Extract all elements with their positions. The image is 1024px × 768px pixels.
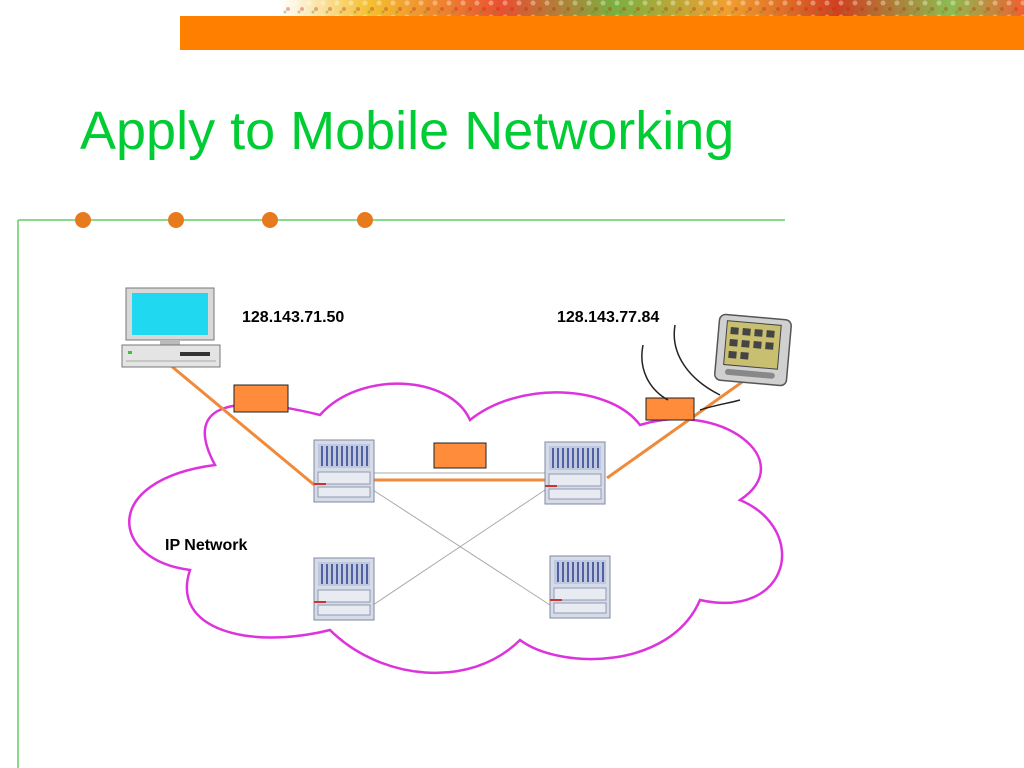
data-path — [169, 363, 746, 490]
wireless-signal-icon — [641, 324, 741, 411]
pda-handheld-icon — [713, 313, 792, 387]
ip-network-label: IP Network — [165, 537, 248, 554]
packet-1 — [233, 384, 289, 413]
backbone-links — [372, 472, 551, 606]
router-rack-icon — [544, 441, 606, 505]
header-decoration — [180, 0, 1024, 50]
ip-network-cloud — [128, 382, 784, 675]
router-rack-icon — [549, 555, 611, 619]
slide-title: Apply to Mobile Networking — [80, 101, 735, 161]
bullet-dot — [75, 212, 91, 228]
mobile-host-ip-label: 128.143.77.84 — [557, 309, 659, 326]
floral-banner — [180, 0, 1024, 50]
network-diagram: 128.143.71.50 128.143.77.84 IP Network — [17, 212, 792, 768]
link-r2-r3 — [372, 489, 546, 606]
router-rack-icon — [313, 439, 375, 503]
link-desktop-r1 — [169, 363, 319, 490]
bullet-dot — [168, 212, 184, 228]
packet-2 — [433, 442, 487, 469]
packet-3 — [645, 397, 695, 421]
link-r2-pda — [606, 378, 746, 480]
link-r1-r4 — [372, 489, 551, 606]
router-rack-icon — [313, 557, 375, 621]
bullet-dot — [357, 212, 373, 228]
bullet-dot — [262, 212, 278, 228]
fixed-host-ip-label: 128.143.71.50 — [242, 309, 344, 326]
desktop-computer-icon — [121, 287, 221, 368]
bullet-dots — [75, 212, 373, 228]
